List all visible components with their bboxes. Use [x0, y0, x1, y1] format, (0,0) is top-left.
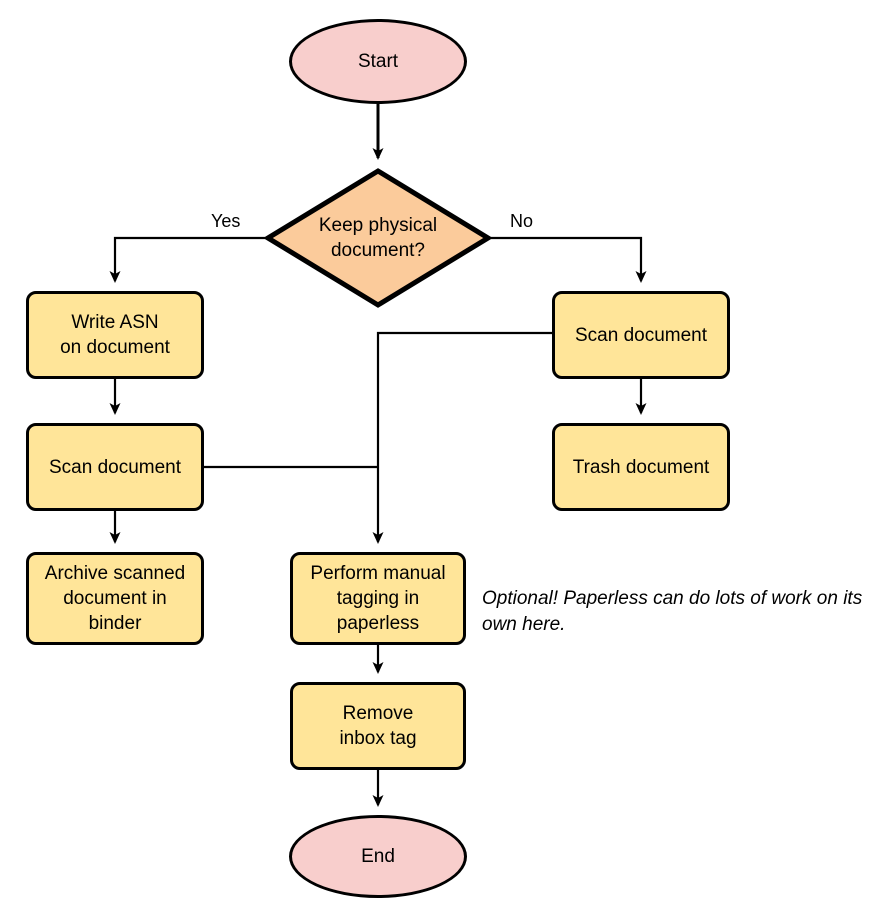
node-write-asn-on-document[interactable]: Write ASN on document	[26, 291, 204, 379]
node-perform-manual-tagging-label: Perform manual tagging in paperless	[310, 563, 446, 634]
node-perform-manual-tagging[interactable]: Perform manual tagging in paperless	[290, 552, 466, 645]
edge-label-yes: Yes	[211, 211, 241, 231]
node-scan-document-left-label: Scan document	[48, 456, 182, 478]
node-write-asn-on-document-label: Write ASN on document	[60, 312, 170, 358]
node-trash-document[interactable]: Trash document	[552, 423, 730, 511]
node-remove-inbox-tag[interactable]: Remove inbox tag	[290, 682, 466, 770]
node-archive-scanned-document-in-binder-label: Archive scanned document in binder	[44, 563, 186, 634]
node-trash-document-label: Trash document	[572, 456, 710, 478]
node-keep-physical-document[interactable]: Keep physical document?	[265, 168, 491, 308]
node-end-label: End	[361, 846, 395, 867]
node-scan-document-right-label: Scan document	[574, 324, 708, 346]
node-scan-document-left[interactable]: Scan document	[26, 423, 204, 511]
node-start-label: Start	[357, 51, 399, 72]
diamond-shape	[265, 168, 491, 308]
node-keep-physical-document-label: Keep physical document?	[318, 215, 438, 261]
node-start[interactable]: Start	[289, 19, 467, 104]
edge-scan-right-to-tagging	[372, 331, 552, 544]
node-scan-document-right[interactable]: Scan document	[552, 291, 730, 379]
edge-label-no: No	[510, 211, 534, 231]
annotation-optional-note: Optional! Paperless can do lots of work …	[482, 588, 863, 635]
edge-decision-to-write-asn	[109, 236, 265, 283]
node-end[interactable]: End	[289, 815, 467, 898]
edge-decision-to-scan-right	[491, 236, 647, 283]
node-remove-inbox-tag-label: Remove inbox tag	[339, 703, 417, 749]
node-archive-scanned-document-in-binder[interactable]: Archive scanned document in binder	[26, 552, 204, 645]
